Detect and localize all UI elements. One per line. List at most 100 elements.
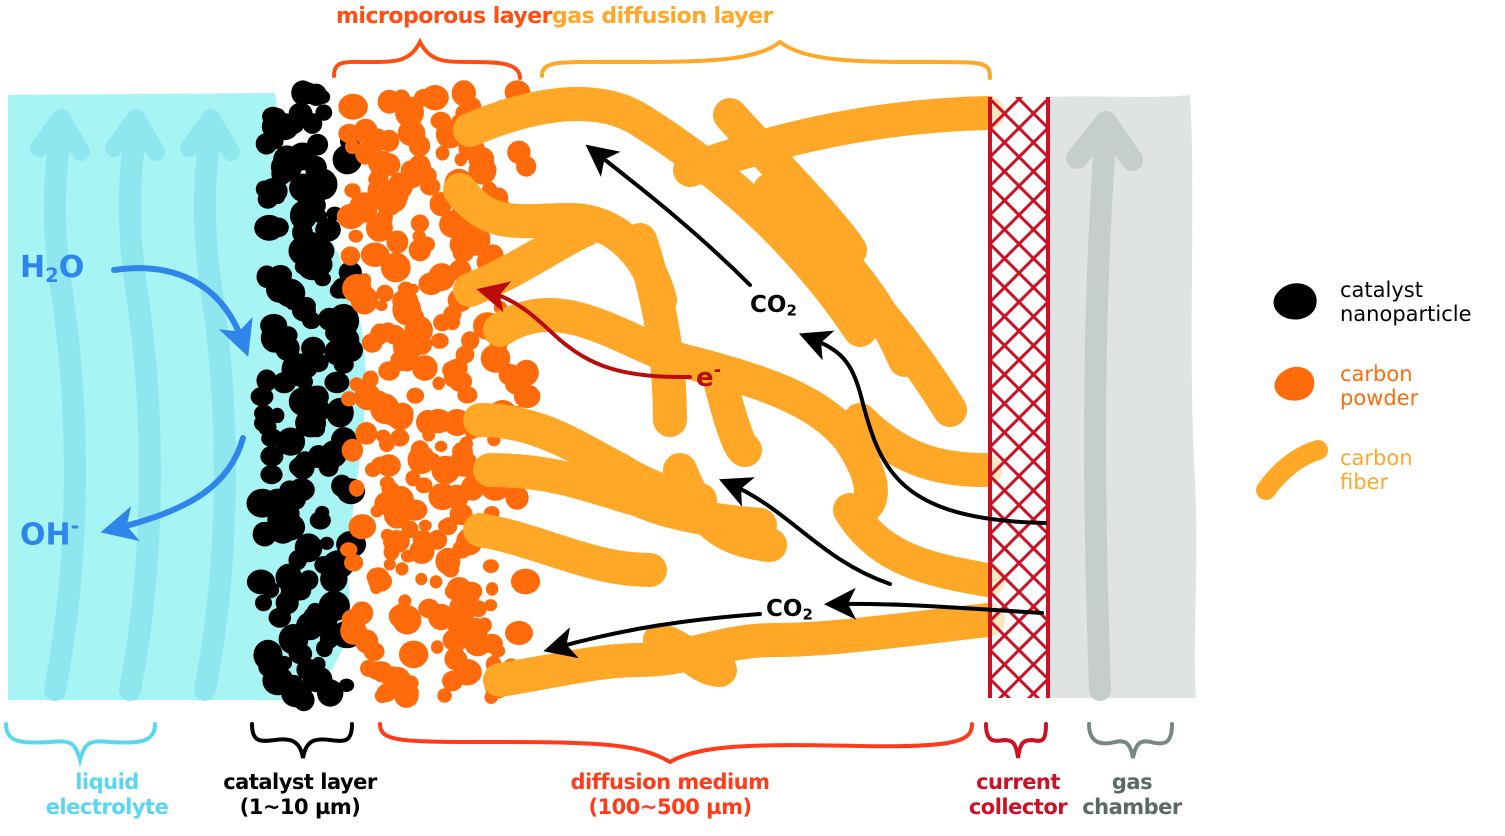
carbon-powder-particle <box>411 355 438 381</box>
carbon-powder-particle <box>430 333 449 349</box>
carbon-powder-particle <box>375 300 388 312</box>
catalyst-particle <box>270 152 303 182</box>
carbon-powder-particle <box>374 688 390 704</box>
catalyst-particle <box>256 369 277 392</box>
catalyst-particle <box>311 385 327 401</box>
carbon-powder-particle <box>350 285 378 315</box>
carbon-powder-particle <box>407 445 436 475</box>
legend-catalyst-icon <box>1273 283 1317 320</box>
legend-fiber-icon <box>1256 440 1328 500</box>
carbon-powder-particle <box>415 572 428 586</box>
electron-label: e- <box>696 360 722 393</box>
gas-chamber-brace <box>1087 722 1174 759</box>
carbon-fiber <box>483 297 888 527</box>
carbon-powder-particle <box>378 435 395 453</box>
carbon-powder-particle <box>516 156 537 177</box>
co2-arrow-upper <box>585 144 752 287</box>
carbon-fiber <box>463 513 667 587</box>
current-collector-brace <box>984 722 1048 759</box>
carbon-powder-particle <box>505 485 529 510</box>
catalyst-particle <box>252 521 277 547</box>
carbon-fiber <box>663 453 787 562</box>
carbon-powder-particle <box>351 198 378 223</box>
carbon-powder-particle <box>375 187 403 217</box>
catalyst-particle <box>307 168 338 200</box>
legend-catalyst-label: catalyst nanoparticle <box>1340 278 1472 327</box>
carbon-powder-particle <box>370 581 383 595</box>
carbon-powder-particle <box>348 479 365 497</box>
legend-powder-icon <box>1274 366 1315 401</box>
catalyst-particle <box>301 311 321 330</box>
carbon-powder-particle <box>435 547 461 575</box>
carbon-powder-particle <box>418 519 432 532</box>
catalyst-particle <box>324 371 350 394</box>
carbon-powder-particle <box>362 370 379 388</box>
carbon-powder-particle <box>409 539 435 564</box>
carbon-powder-particle <box>443 305 462 323</box>
carbon-powder-particle <box>360 242 390 267</box>
carbon-powder-particle <box>390 506 411 524</box>
water-label: H2O <box>20 250 85 287</box>
catalyst-particle <box>260 445 284 467</box>
carbon-powder-particle <box>439 210 468 238</box>
carbon-powder-particle <box>378 361 400 381</box>
carbon-powder-particle <box>383 543 400 561</box>
carbon-powder-particle <box>513 384 541 409</box>
catalyst-brace <box>250 722 354 759</box>
carbon-powder-particle <box>443 368 466 388</box>
catalyst-particle <box>290 298 309 314</box>
carbon-powder-particle <box>390 429 410 447</box>
electrolyte-brace <box>4 722 157 768</box>
carbon-powder-particle <box>392 289 419 312</box>
gas-diffusion-brace <box>540 39 992 80</box>
carbon-powder-particle <box>422 428 436 442</box>
co2-lower-label: CO2 <box>766 596 813 624</box>
carbon-powder-particle <box>482 559 499 573</box>
legend-shapes <box>1256 283 1328 500</box>
carbon-powder-particle <box>437 688 452 703</box>
hydroxide-label: OH- <box>20 514 80 553</box>
carbon-fiber <box>833 493 1005 597</box>
carbon-powder-particle <box>338 123 361 144</box>
carbon-powder-particle <box>363 642 385 661</box>
carbon-powder-particle <box>416 409 440 435</box>
carbon-powder-particle <box>340 246 361 266</box>
microporous-layer-particles <box>336 80 541 708</box>
catalyst-particle <box>276 427 306 456</box>
carbon-powder-particle <box>435 145 450 161</box>
catalyst-particle <box>250 386 274 407</box>
catalyst-particle <box>315 217 341 242</box>
water-in-arrow <box>111 265 253 357</box>
carbon-powder-particle <box>428 263 456 292</box>
flow-wave <box>193 119 236 701</box>
current-collector-mesh <box>988 97 1050 698</box>
carbon-powder-particle <box>370 216 383 231</box>
carbon-powder-particle <box>348 229 363 243</box>
carbon-powder-particle <box>442 670 463 692</box>
carbon-powder-particle <box>376 284 394 303</box>
catalyst-particle <box>288 387 315 416</box>
carbon-powder-particle <box>451 591 480 621</box>
carbon-powder-particle <box>395 96 424 128</box>
carbon-powder-particle <box>370 404 384 418</box>
carbon-powder-particle <box>392 605 422 635</box>
catalyst-particle <box>314 271 331 287</box>
flow-wave <box>43 119 86 701</box>
gas-chamber <box>1048 95 1197 701</box>
carbon-powder-particle <box>355 422 378 445</box>
catalyst-particle <box>319 536 334 550</box>
carbon-powder-particle <box>444 484 469 510</box>
catalyst-particle <box>314 90 331 104</box>
catalyst-particle <box>317 679 344 707</box>
carbon-fiber-network <box>443 87 1005 697</box>
carbon-powder-particle <box>410 214 429 233</box>
carbon-powder-particle <box>468 156 497 185</box>
carbon-powder-particle <box>398 352 416 372</box>
carbon-powder-particle <box>387 404 414 431</box>
carbon-powder-particle <box>484 599 498 612</box>
carbon-powder-particle <box>341 391 358 407</box>
carbon-powder-particle <box>344 104 357 116</box>
catalyst-particle <box>289 200 318 231</box>
carbon-powder-particle <box>429 575 443 589</box>
carbon-powder-particle <box>386 230 409 254</box>
